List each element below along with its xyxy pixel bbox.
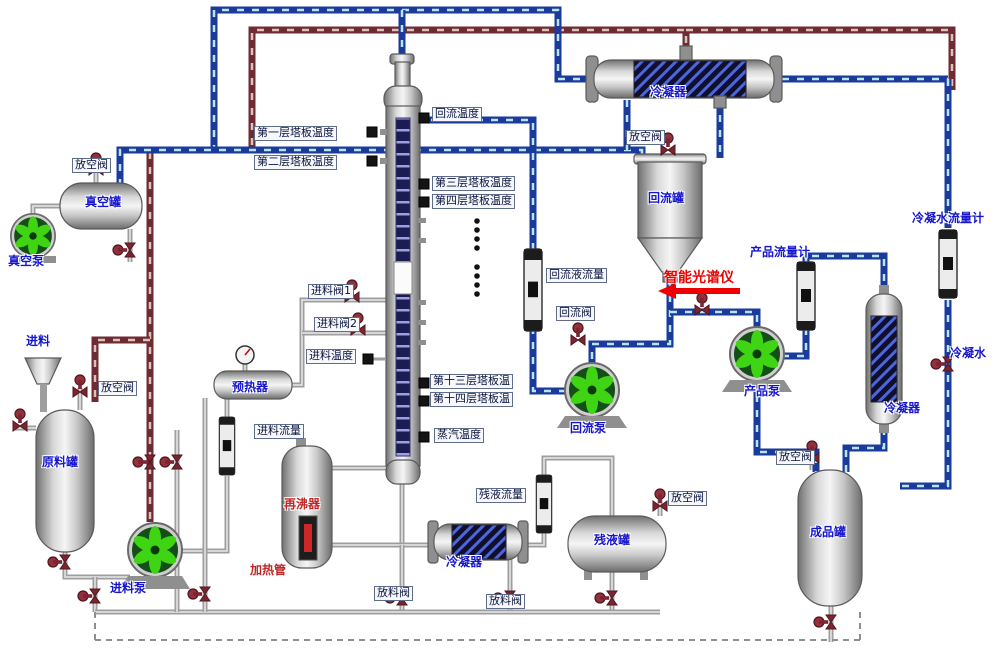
- residual-tank: [567, 515, 667, 580]
- pipe-refluxpump-discharge: [533, 330, 566, 391]
- label-vent-valve-residual: 放空阀: [668, 491, 707, 506]
- label-feed-valve2: 进料阀2: [314, 317, 360, 332]
- label-tray1-temp: 第一层塔板温度: [254, 126, 337, 141]
- label-reboiler: 再沸器: [284, 497, 321, 511]
- label-drain-valve-1: 放料阀: [374, 586, 413, 601]
- label-vent-valve-reflux: 放空阀: [626, 130, 665, 145]
- pipe-meter-to-residualtank: [544, 458, 612, 516]
- blue-pipes: [120, 10, 948, 486]
- label-reflux-pump: 回流泵: [570, 421, 607, 435]
- pipe-refluxtank-to-pump: [592, 280, 670, 366]
- label-product-flowmeter: 产品流量计: [750, 245, 811, 259]
- pipe-product-suction: [670, 312, 757, 330]
- feed-flowmeter-icon: [218, 416, 236, 476]
- reflux-valve-icon: [570, 322, 586, 346]
- reflux-tank: [633, 153, 707, 283]
- label-feed-pump: 进料泵: [110, 581, 147, 595]
- label-product-tank: 成品罐: [810, 525, 847, 539]
- label-condenser-top: 冷凝器: [650, 85, 687, 99]
- reboiler: [281, 438, 333, 569]
- temp-sensor-reflux: [418, 112, 430, 124]
- temp-sensor-tray13: [418, 377, 430, 389]
- reflux-pump: [557, 362, 627, 428]
- pipe-tank-vent-to-condenser: [846, 424, 884, 472]
- pipe-rawtank-to-feedpump: [65, 550, 130, 577]
- temp-sensor-tray14: [418, 395, 430, 407]
- gray-pipes: [14, 166, 861, 642]
- label-residual-flow: 残液流量: [476, 488, 526, 503]
- label-feed: 进料: [26, 334, 51, 348]
- label-condensate-water: 冷凝水: [950, 346, 987, 360]
- pipe-vacuumpump-suction: [33, 206, 60, 214]
- label-steam-temp: 蒸汽温度: [434, 428, 484, 443]
- temp-sensor-steam: [418, 431, 430, 443]
- product-flowmeter-icon: [796, 261, 816, 331]
- condensate-flowmeter-icon: [938, 229, 958, 299]
- label-condenser-right: 冷凝器: [884, 401, 921, 415]
- temp-sensor-tray2: [366, 155, 378, 167]
- vacuum-pump: [10, 213, 56, 263]
- label-reflux-flow: 回流液流量: [546, 268, 607, 283]
- distillation-column: [380, 53, 426, 485]
- label-heating-tube: 加热管: [250, 563, 287, 577]
- label-vacuum-tank: 真空罐: [85, 195, 122, 209]
- temp-sensor-tray4: [418, 196, 430, 208]
- label-tray3-temp: 第三层塔板温度: [432, 176, 515, 191]
- temp-sensor-tray3: [418, 178, 430, 190]
- feed-pump: [120, 522, 190, 589]
- label-residual-tank: 残液罐: [594, 533, 631, 547]
- tray-ellipsis-dots: [474, 218, 480, 297]
- temp-sensor-tray1: [366, 126, 378, 138]
- label-product-pump: 产品泵: [744, 384, 781, 398]
- product-tank: [797, 469, 863, 607]
- product-pump: [722, 326, 792, 392]
- bottom-condenser: [427, 520, 529, 564]
- sight-glass: [393, 261, 413, 295]
- label-tray4-temp: 第四层塔板温度: [432, 194, 515, 209]
- pressure-gauge: [235, 345, 255, 365]
- pipe-cw-down-lower: [900, 300, 948, 486]
- residual-flowmeter-icon: [535, 474, 553, 534]
- label-feed-temp: 进料温度: [306, 349, 356, 364]
- label-raw-tank: 原料罐: [42, 455, 79, 469]
- label-feed-flow: 进料流量: [254, 424, 304, 439]
- label-condenser-bottom: 冷凝器: [446, 555, 483, 569]
- pipe-vacuum-header: [120, 150, 642, 186]
- overhead-condenser: [585, 45, 783, 109]
- label-vacuum-pump: 真空泵: [8, 254, 45, 268]
- label-tray13-temp: 第十三层塔板温: [430, 374, 513, 389]
- temp-sensors: [362, 112, 430, 443]
- label-vent-valve-product: 放空阀: [776, 450, 815, 465]
- feed-hopper: [24, 357, 62, 412]
- label-preheater: 预热器: [232, 380, 269, 394]
- label-vent-valve-raw: 放空阀: [98, 381, 137, 396]
- label-drain-valve-2: 放料阀: [486, 594, 525, 609]
- pipe-meter-to-condenser: [806, 256, 884, 296]
- reflux-flowmeter-icon: [523, 248, 543, 332]
- label-reflux-tank: 回流罐: [648, 191, 685, 205]
- label-reflux-valve: 回流阀: [556, 306, 595, 321]
- right-condenser: [865, 285, 903, 433]
- label-tray2-temp: 第二层塔板温度: [254, 155, 337, 170]
- label-condensate-flowmeter: 冷凝水流量计: [912, 211, 985, 225]
- label-tray14-temp: 第十四层塔板温: [430, 392, 513, 407]
- preheater: [213, 370, 293, 400]
- label-spectrometer: 智能光谱仪: [664, 270, 734, 286]
- label-reflux-temp: 回流温度: [432, 107, 482, 122]
- spectrometer-arrow: [658, 283, 740, 299]
- temp-sensor-feed: [362, 353, 374, 365]
- vacuum-tank: [59, 182, 143, 230]
- pipe-preheater-to-feedvalve1: [290, 300, 386, 385]
- pipe-pump-to-meter: [784, 328, 806, 356]
- label-vent-valve-topleft: 放空阀: [72, 158, 111, 173]
- raw-material-tank: [35, 409, 95, 553]
- label-feed-valve1: 进料阀1: [308, 284, 354, 299]
